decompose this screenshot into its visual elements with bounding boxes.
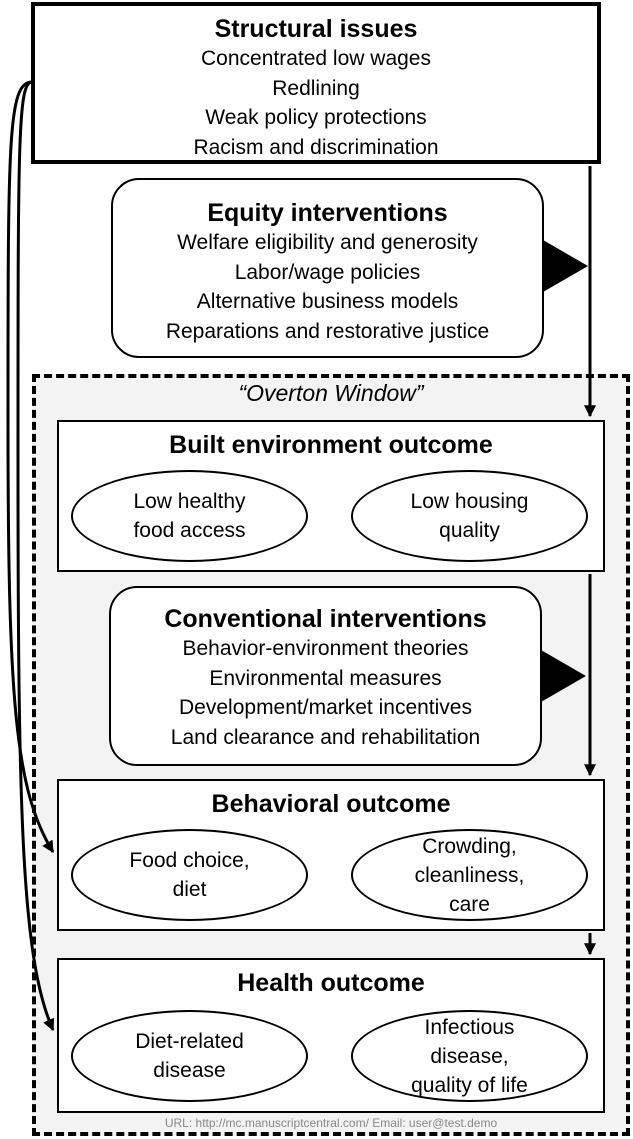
- behavioral-left-text: Food choice, diet: [129, 849, 250, 901]
- built-right-text: Low housing quality: [410, 490, 529, 542]
- structural-item: Weak policy protections: [205, 106, 427, 129]
- built-right-ellipse: Low housing quality: [351, 470, 588, 562]
- health-outcome-box: Health outcome Diet-related disease Infe…: [57, 958, 605, 1113]
- conventional-item: Development/market incentives: [179, 696, 472, 719]
- conventional-triangle-arrow: [541, 650, 586, 702]
- equity-item: Reparations and restorative justice: [165, 319, 490, 343]
- behavioral-title: Behavioral outcome: [211, 790, 451, 818]
- conventional-item: Environmental measures: [209, 666, 442, 690]
- structural-title: Structural issues: [214, 15, 418, 43]
- health-right-text: Infectious disease, quality of life: [411, 1015, 528, 1097]
- overton-window-label: “Overton Window”: [238, 380, 424, 406]
- equity-title: Equity interventions: [207, 199, 448, 227]
- structural-issues-box: Structural issues Concentrated low wages…: [31, 2, 601, 164]
- built-title: Built environment outcome: [169, 431, 493, 459]
- curve-structural-to-health: [16, 80, 55, 1032]
- behavioral-right-ellipse: Crowding, cleanliness, care: [351, 829, 588, 921]
- behavioral-right-text: Crowding, cleanliness, care: [414, 834, 525, 916]
- equity-triangle-arrow: [543, 240, 588, 292]
- conventional-title: Conventional interventions: [164, 605, 487, 633]
- health-title: Health outcome: [237, 969, 425, 997]
- conventional-item: Land clearance and rehabilitation: [170, 725, 481, 749]
- equity-item: Labor/wage policies: [234, 260, 421, 284]
- conventional-interventions-box: Conventional interventions Behavior-envi…: [109, 586, 542, 766]
- equity-item: Welfare eligibility and generosity: [177, 231, 478, 254]
- structural-item: Redlining: [272, 76, 360, 100]
- footer-url-text: URL: http://mc.manuscriptcentral.com/ Em…: [164, 1116, 498, 1130]
- equity-interventions-box: Equity interventions Welfare eligibility…: [111, 178, 544, 358]
- health-left-text: Diet-related disease: [135, 1030, 244, 1082]
- health-right-ellipse: Infectious disease, quality of life: [351, 1010, 588, 1102]
- structural-item: Concentrated low wages: [201, 47, 431, 70]
- built-environment-outcome-box: Built environment outcome Low healthy fo…: [57, 420, 605, 572]
- built-left-text: Low healthy food access: [133, 490, 246, 542]
- structural-item: Racism and discrimination: [193, 135, 439, 159]
- curve-structural-to-behavioral: [6, 80, 55, 854]
- behavioral-left-ellipse: Food choice, diet: [71, 829, 308, 921]
- built-left-ellipse: Low healthy food access: [71, 470, 308, 562]
- conventional-item: Behavior-environment theories: [182, 637, 469, 660]
- health-left-ellipse: Diet-related disease: [71, 1010, 308, 1102]
- equity-item: Alternative business models: [196, 290, 459, 313]
- behavioral-outcome-box: Behavioral outcome Food choice, diet Cro…: [57, 779, 605, 931]
